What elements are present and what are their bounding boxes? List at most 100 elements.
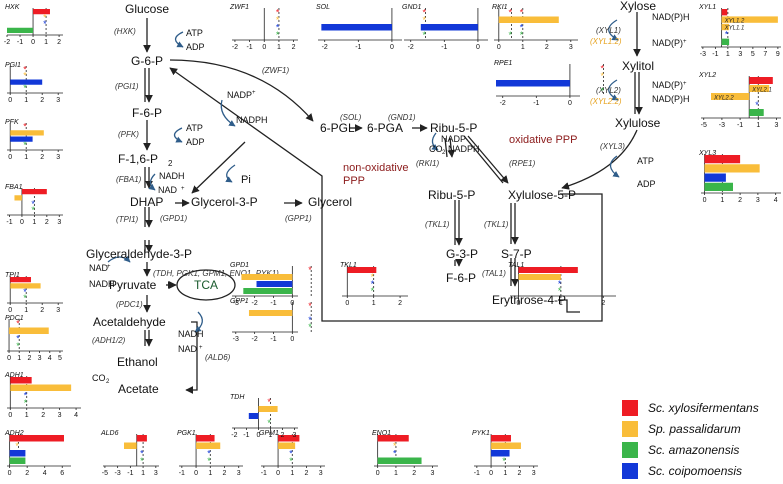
chart-significance-star: *: [276, 23, 280, 33]
chart-tick-label: -3: [115, 470, 121, 477]
chart-bar: [491, 442, 521, 449]
chart-gene-label: FBA1: [5, 184, 23, 191]
enzyme-gnd1: (GND1): [388, 113, 416, 122]
chart-tick-label: 0: [568, 100, 572, 107]
chart-tick-label: 7: [763, 51, 767, 58]
chart-tick-label: 2: [25, 470, 29, 477]
chart-tick-label: 2: [305, 470, 309, 477]
chart-tick-label: 1: [25, 412, 29, 419]
chart-tick-label: 0: [256, 432, 260, 439]
chart-bar: [10, 130, 44, 136]
g3p-label: G-3-P: [446, 247, 478, 261]
enzyme-xyl1: (XYL1): [596, 26, 621, 35]
nadp-label-zwf: NADP: [227, 90, 252, 100]
chart-tick-label: 0: [489, 470, 493, 477]
chart-tick-label: 2: [40, 97, 44, 104]
chart-bar: [377, 435, 409, 442]
chart-tick-label: 0: [8, 154, 12, 161]
chart-bar: [258, 406, 278, 412]
chart-tick-label: 0: [476, 44, 480, 51]
chart-tick-label: 9: [776, 51, 780, 58]
chart-tick-label: 2: [545, 44, 549, 51]
enzyme-tal1: (TAL1): [482, 269, 506, 278]
chart-significance-star: *: [520, 8, 524, 18]
pyruvate-label: Pyruvate: [109, 278, 157, 292]
chart-gene-label: XYL2: [698, 72, 716, 79]
nadh-label-gpd1: NADH: [159, 171, 185, 181]
chart-bar: [9, 327, 49, 334]
chart-bar: [10, 384, 72, 391]
chart-tick-label: 4: [74, 412, 78, 419]
chart-gene-label: GND1: [402, 4, 422, 11]
chart-tick-label: 2: [27, 355, 31, 362]
chart-gene-label: PDC1: [5, 315, 24, 322]
chart-significance-star: *: [276, 30, 280, 40]
chart-tick-label: 1: [521, 44, 525, 51]
chart-tick-label: 0: [31, 39, 35, 46]
chart-significance-star: *: [23, 71, 27, 81]
chart-significance-star: *: [207, 449, 211, 459]
pgl6-label: 6-PGL: [320, 121, 355, 135]
nadp-label-xyl1: NAD(P): [652, 38, 683, 48]
nadph-label-gnd: NADPH: [448, 144, 480, 154]
chart-tick-label: -1: [270, 300, 276, 307]
chart-tick-label: -1: [712, 51, 718, 58]
f6p-b-label: F-6-P: [446, 271, 476, 285]
chart-bar: [704, 173, 726, 182]
chart-significance-star: *: [23, 121, 27, 131]
f16p-label: F-1,6-P: [118, 152, 158, 166]
chart-significance-star: *: [23, 293, 27, 303]
chart-significance-star: *: [393, 449, 397, 459]
chart-significance-star: *: [393, 441, 397, 451]
chart-bar: [10, 79, 43, 85]
chart-bar: [9, 450, 26, 457]
chart-tick-label: -2: [252, 336, 258, 343]
chart-significance-star: *: [24, 391, 28, 401]
chart-bar: [721, 16, 778, 23]
legend-label: Sc. coipomoensis: [648, 463, 743, 478]
chart-tick-label: -1: [355, 44, 361, 51]
enzyme-gpd1: (GPD1): [160, 214, 187, 223]
legend-label: Sc. xylosifermentans: [648, 400, 759, 415]
chart-bar: [196, 435, 215, 442]
chart-bar: [491, 435, 511, 442]
nadp-plus-xyl1: +: [683, 39, 687, 45]
acetate-label: Acetate: [118, 382, 159, 396]
co2-label: CO: [92, 373, 106, 383]
enzyme-xyl2: (XYL2): [596, 86, 621, 95]
chart-bar: [518, 274, 561, 280]
chart-tick-label: 1: [24, 97, 28, 104]
nadph-label-xyl1: NAD(P)H: [652, 12, 690, 22]
chart-significance-star: *: [289, 456, 293, 466]
enzyme-xyl3: (XYL3): [600, 142, 625, 151]
chart-gene-label: PFK: [5, 119, 19, 126]
chart-gene-label: ENO1: [372, 430, 391, 437]
chart-significance-star: *: [755, 100, 759, 110]
tca-ellipse: [176, 269, 236, 301]
chart-significance-star: *: [509, 30, 513, 40]
chart-tick-label: 1: [24, 307, 28, 314]
chart-bar: [749, 109, 764, 116]
chart-significance-star: *: [23, 287, 27, 297]
chart-bar: [721, 9, 728, 16]
chart-tick-label: -1: [441, 44, 447, 51]
chart-bar: [10, 277, 31, 283]
chart-significance-star: *: [15, 441, 19, 451]
chart-tick-label: -1: [261, 470, 267, 477]
nad-plus-adh: +: [199, 345, 203, 351]
chart-tick-label: 1: [277, 44, 281, 51]
enzyme-rki1: (RKI1): [416, 159, 439, 168]
chart-tick-label: 0: [290, 336, 294, 343]
chart-bar: [21, 189, 47, 195]
dhap-label: DHAP: [130, 195, 163, 209]
chart-significance-star: *: [502, 456, 506, 466]
chart-bar: [241, 274, 293, 280]
f16p-subscript: 2: [168, 159, 173, 168]
chart-gene-label: RKI1: [492, 4, 508, 11]
